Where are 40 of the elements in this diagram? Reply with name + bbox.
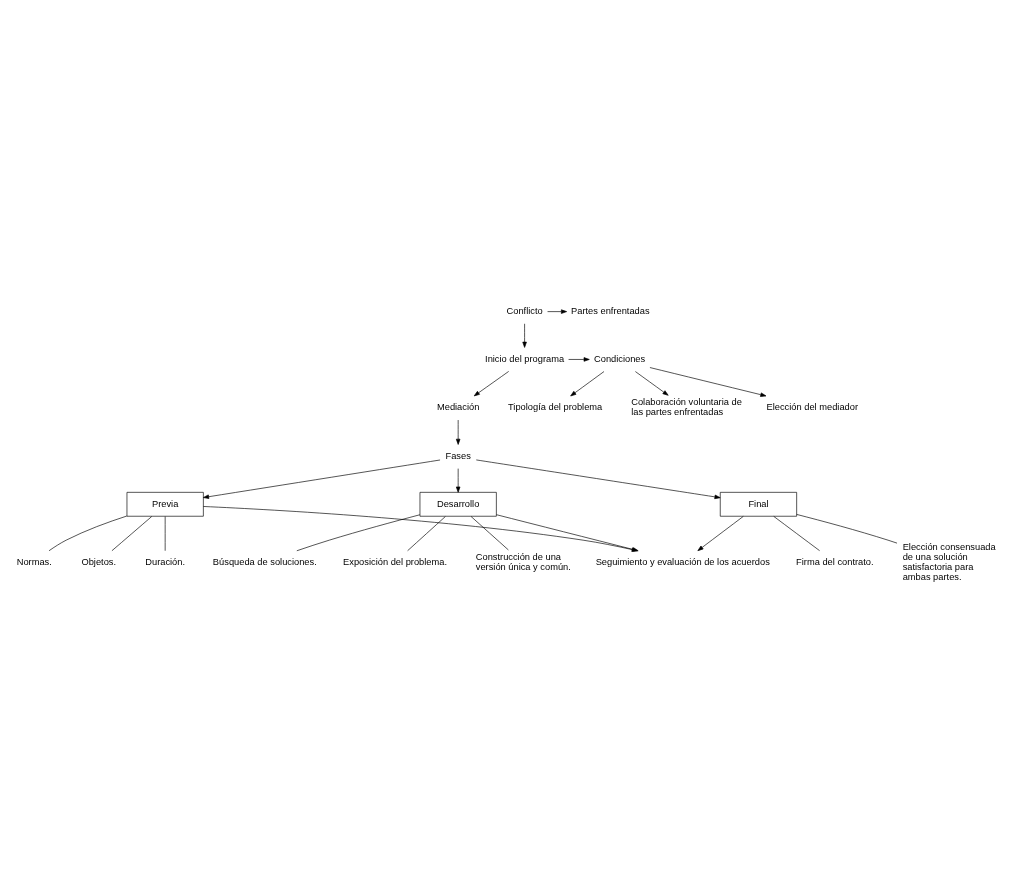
node-text: Seguimiento y evaluación de los acuerdos bbox=[595, 557, 770, 568]
node-text: Elección consensuada de una solución satisfactoria para ambas partes. bbox=[902, 542, 996, 583]
connector bbox=[773, 516, 820, 551]
arrow bbox=[473, 371, 509, 397]
node-text: Tipología del problema bbox=[508, 402, 603, 413]
connector bbox=[111, 516, 153, 552]
connector bbox=[296, 514, 421, 552]
node-text: Colaboración voluntaria de las partes enfrentadas bbox=[631, 397, 742, 418]
arrow bbox=[475, 459, 721, 500]
arrow bbox=[697, 516, 744, 551]
node-text: Fases bbox=[445, 450, 471, 461]
arrow bbox=[547, 309, 567, 314]
node-text: Inicio del programa bbox=[485, 353, 565, 364]
node-text: Mediación bbox=[436, 402, 480, 413]
arrow bbox=[570, 371, 605, 397]
arrow bbox=[568, 357, 590, 362]
connector bbox=[407, 516, 446, 552]
node-text: Duración. bbox=[145, 557, 186, 568]
arrow bbox=[455, 468, 461, 493]
node-text: Partes enfrentadas bbox=[571, 306, 650, 317]
node-text: Condiciones bbox=[594, 353, 646, 364]
node-box: Previa bbox=[126, 492, 204, 517]
node-text: Objetos. bbox=[81, 557, 117, 568]
arrow bbox=[203, 459, 441, 499]
arrow bbox=[635, 371, 669, 396]
node-text: Exposición del problema. bbox=[343, 557, 447, 568]
connector bbox=[796, 514, 898, 544]
node-box: Final bbox=[719, 492, 797, 517]
node-text: Firma del contrato. bbox=[796, 557, 874, 568]
node-text: Normas. bbox=[16, 557, 52, 568]
arrow bbox=[522, 323, 527, 348]
connector bbox=[48, 515, 128, 552]
node-text: Búsqueda de soluciones. bbox=[212, 557, 317, 568]
node-text: Conflicto bbox=[506, 306, 543, 317]
node-box: Desarrollo bbox=[419, 492, 497, 517]
node-text: Construcción de una versión única y común. bbox=[475, 552, 571, 573]
connector bbox=[470, 516, 509, 551]
arrow bbox=[455, 419, 461, 445]
node-text: Elección del mediador bbox=[766, 402, 859, 413]
arrow bbox=[649, 367, 767, 397]
